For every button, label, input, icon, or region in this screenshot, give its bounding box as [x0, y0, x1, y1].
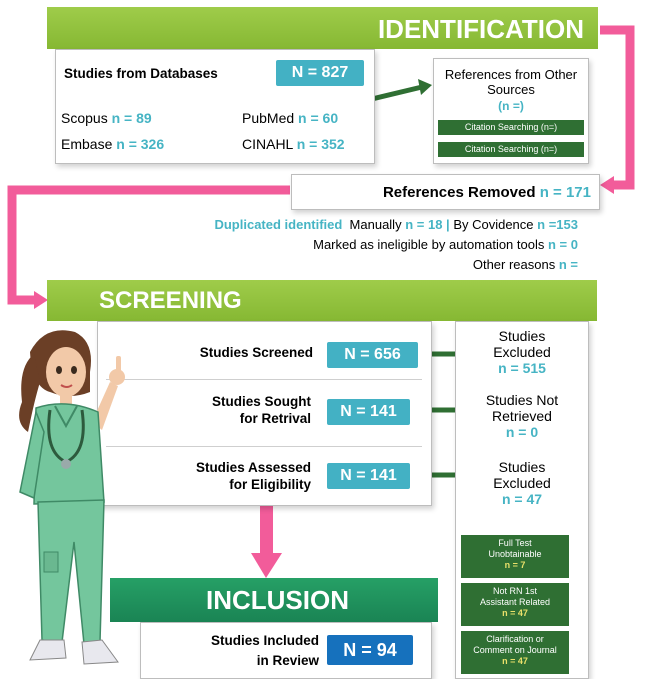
screening-banner: SCREENING [47, 280, 597, 321]
other-sources-label: References from Other Sources [444, 67, 578, 97]
databases-label: Studies from Databases [64, 66, 218, 81]
inclusion-title: INCLUSION [206, 585, 349, 615]
databases-box: Studies from Databases N = 827 Scopus n … [55, 49, 375, 164]
studies-screened-label: Studies Screened [199, 345, 313, 360]
studies-assessed-count: N = 141 [327, 463, 410, 489]
embase-row: Embase n = 326 [61, 136, 165, 152]
duplicates-line-3: Other reasons n = [472, 257, 578, 272]
inclusion-banner: INCLUSION [110, 578, 438, 622]
databases-count: N = 827 [276, 60, 364, 86]
identification-title: IDENTIFICATION [377, 14, 584, 44]
duplicates-line-2: Marked as ineligible by automation tools… [313, 237, 578, 252]
references-removed-text: References Removed n = 171 [382, 184, 591, 201]
pink-connector-1 [600, 25, 635, 190]
citation-searching-tag-1: Citation Searching (n=) [437, 119, 585, 136]
pink-connector-2 [7, 185, 290, 305]
identification-banner: IDENTIFICATION [47, 7, 598, 49]
pink-arrowhead-2 [34, 291, 48, 309]
studies-sought-count: N = 141 [327, 399, 410, 425]
green-arrowhead-1 [418, 79, 432, 95]
studies-included-count: N = 94 [327, 635, 413, 665]
duplicates-block: Duplicated identified Manually n = 18 | … [90, 215, 578, 275]
nurse-illustration [19, 330, 125, 665]
other-sources-box: References from Other Sources (n =) Cita… [433, 58, 589, 164]
pink-arrowhead-3 [251, 553, 282, 578]
screening-title: SCREENING [99, 287, 242, 314]
citation-searching-tag-2: Citation Searching (n=) [437, 141, 585, 158]
other-sources-count: (n =) [498, 99, 524, 113]
green-arrow-line-1 [371, 84, 423, 102]
scopus-row: Scopus n = 89 [61, 110, 152, 126]
references-removed-box: References Removed n = 171 [291, 174, 600, 210]
pink-arrowhead-1 [600, 176, 614, 194]
divider-1 [106, 379, 422, 380]
divider-2 [106, 446, 422, 447]
studies-screened-count: N = 656 [327, 342, 418, 368]
pink-connector-3 [260, 505, 273, 555]
duplicates-line-1: Duplicated identified Manually n = 18 | … [214, 217, 578, 232]
cinahl-row: CINAHL n = 352 [242, 136, 345, 152]
pubmed-row: PubMed n = 60 [242, 110, 339, 126]
